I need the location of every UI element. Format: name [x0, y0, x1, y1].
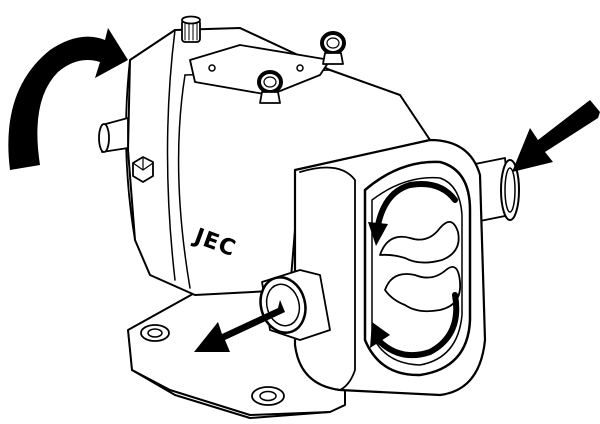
outlet-port	[259, 269, 331, 341]
rotor-rotation-arrow-lower	[370, 292, 460, 358]
inlet-flow-arrow-icon	[512, 100, 600, 172]
rotor-lobe-upper	[379, 221, 460, 264]
eye-bolt-right	[320, 31, 346, 65]
pump-housing	[98, 15, 431, 296]
outlet-flow-arrow-icon	[194, 300, 285, 352]
curved-rotation-arrow-icon	[8, 28, 128, 170]
rotor-rotation-arrow-upper	[368, 181, 458, 246]
rotor-lobe-lower	[384, 266, 462, 313]
eye-bolt-left	[257, 70, 283, 104]
pump-head	[293, 138, 487, 397]
